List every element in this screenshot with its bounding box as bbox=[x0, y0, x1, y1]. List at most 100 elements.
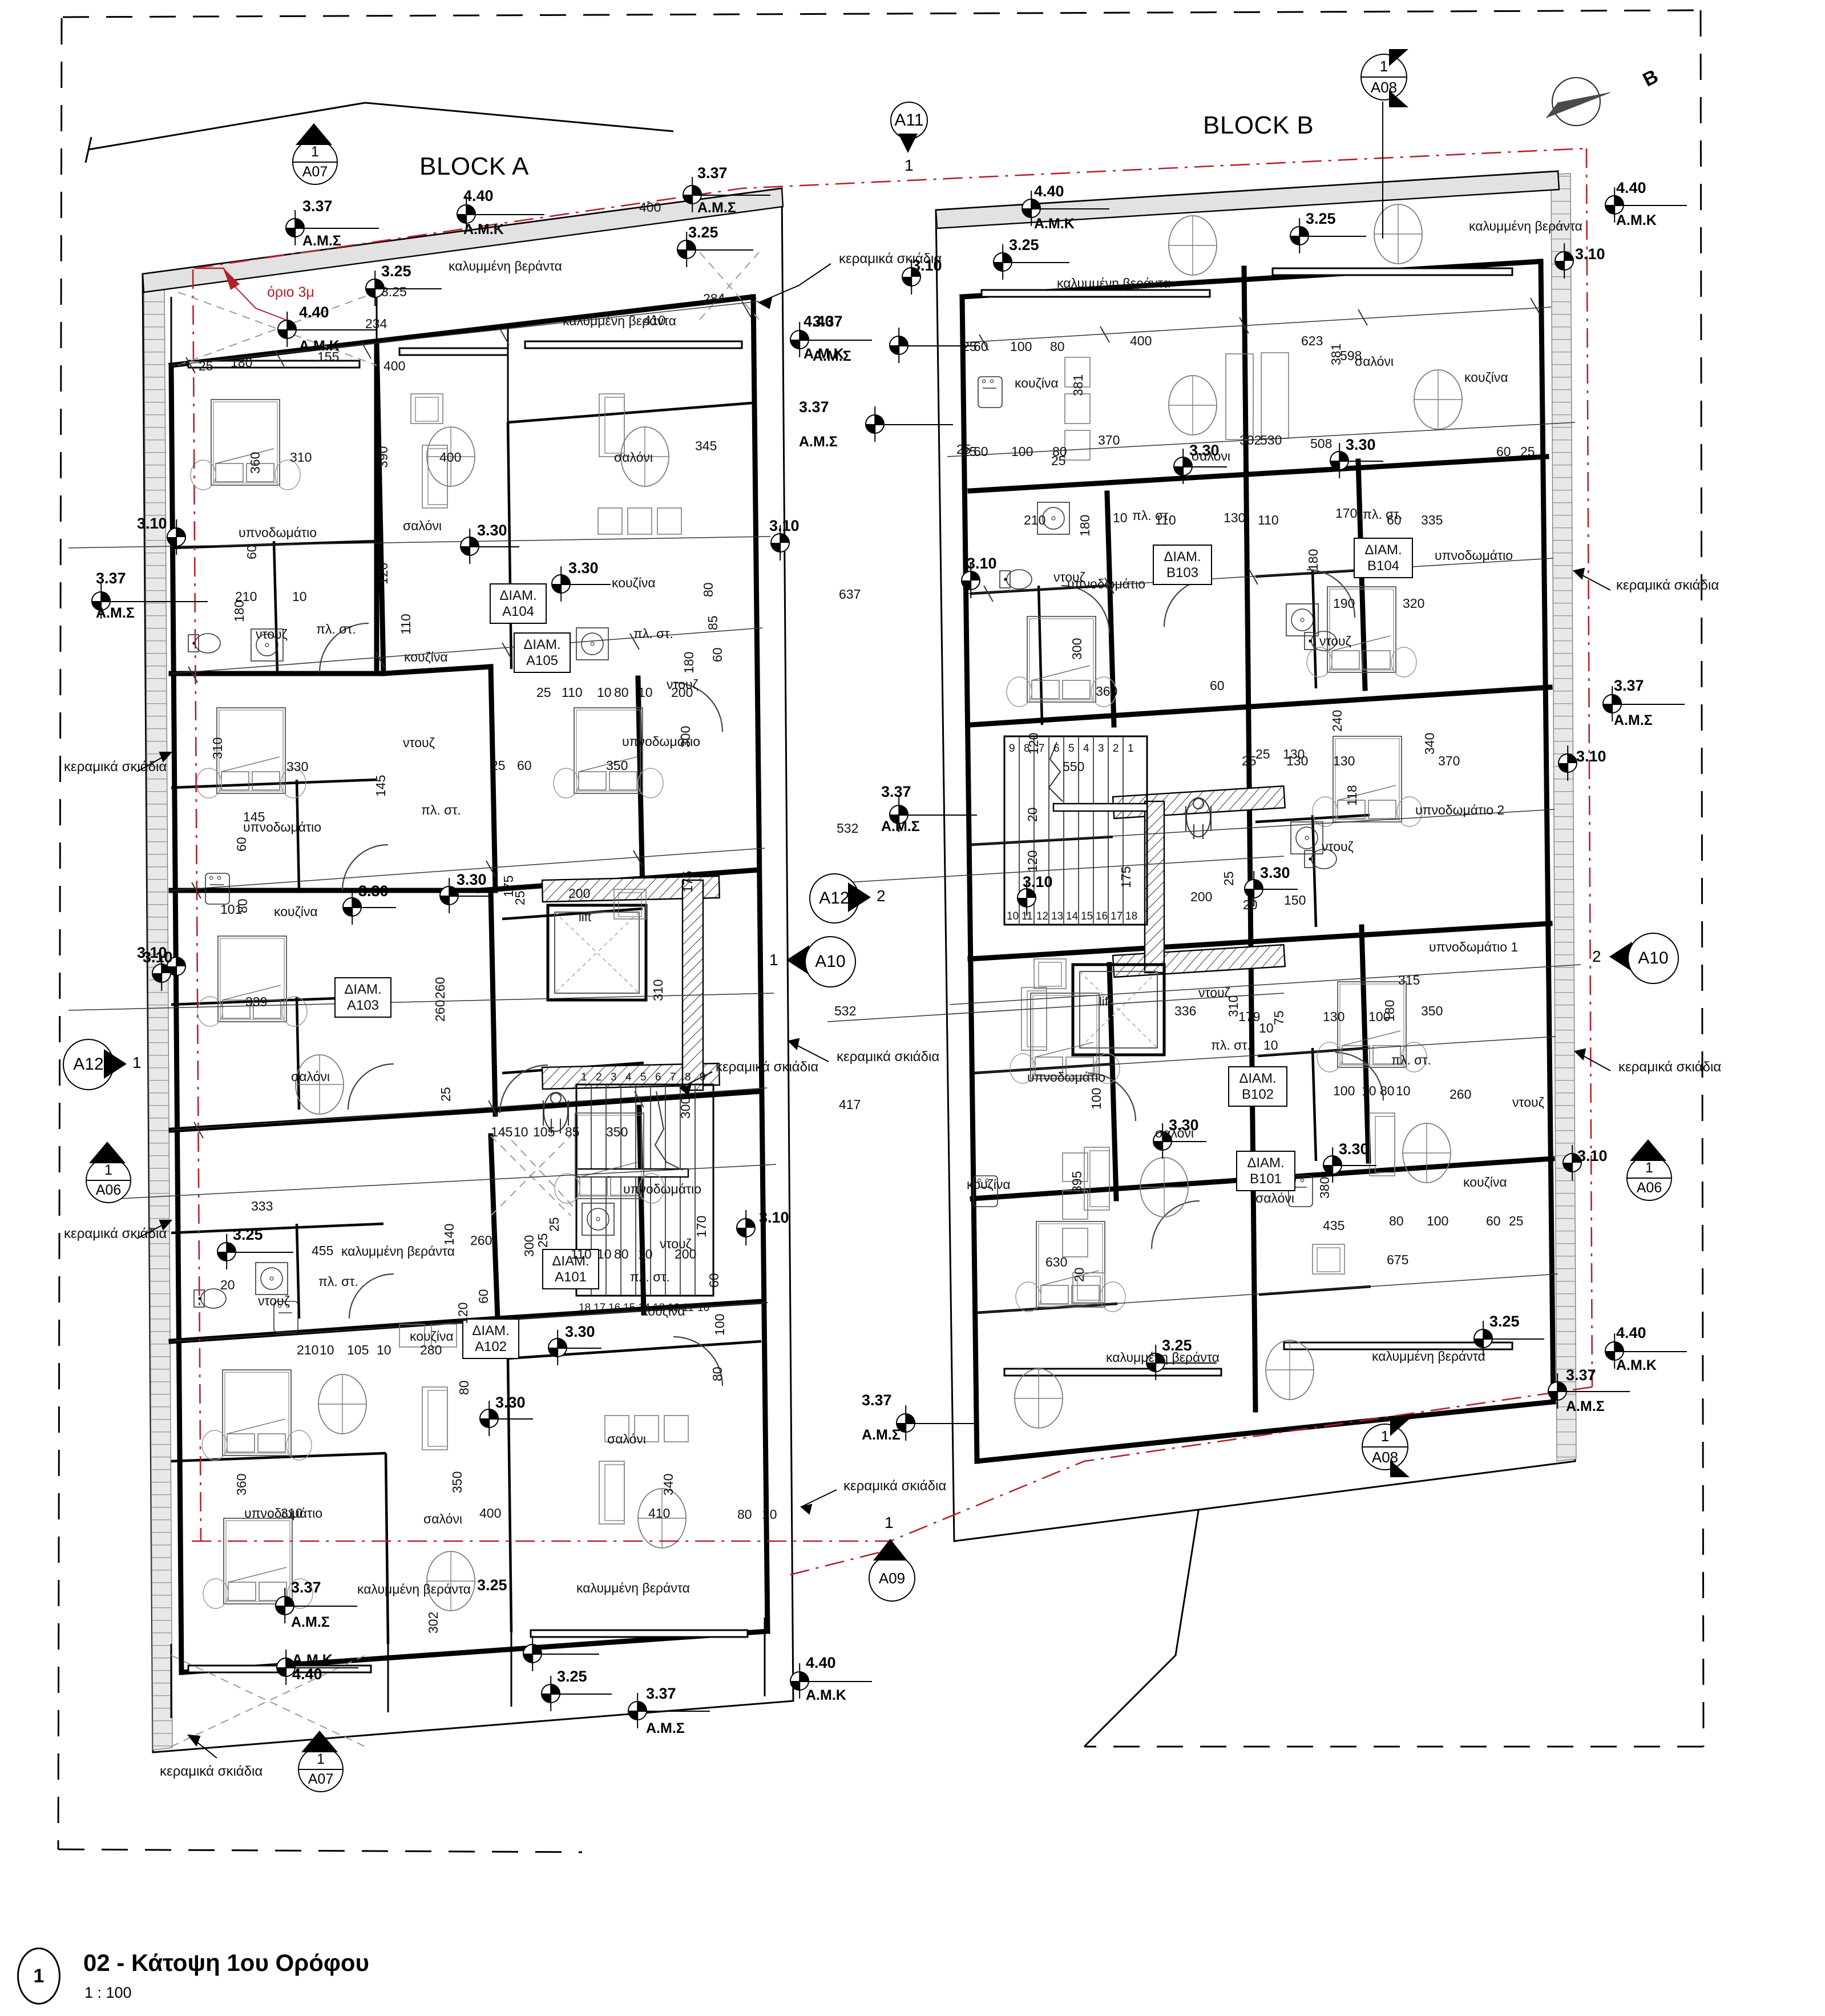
dimension-value: 302 bbox=[426, 1611, 441, 1634]
dimension-value: 20 bbox=[1025, 807, 1040, 822]
dimension-value: 390 bbox=[376, 446, 390, 468]
level-marker-337-f bbox=[889, 797, 977, 832]
level-datum-440-b: Α.Μ.Κ bbox=[463, 221, 504, 237]
block-a-label: BLOCK A bbox=[419, 152, 529, 180]
dimension-value: 190 bbox=[1333, 596, 1355, 611]
page-scale: 1 : 100 bbox=[84, 1984, 132, 2001]
page-title: 02 - Κάτοψη 1ου Ορόφου bbox=[83, 1949, 370, 1976]
dimension-value: 130 bbox=[1286, 753, 1309, 768]
apartment-tag-A104: ΔΙΑΜ.A104 bbox=[490, 583, 547, 624]
section-marker-A08-bottom[interactable]: 1 A08 bbox=[1358, 1414, 1444, 1478]
level-value-330-k: 3.30 bbox=[1339, 1140, 1369, 1158]
dimension-value: 155 bbox=[317, 349, 340, 364]
room-kitchen-a3: κουζίνα bbox=[274, 904, 318, 919]
section-marker-A10-right[interactable]: 2 A10 bbox=[1592, 933, 1718, 985]
section-marker-A08-top[interactable]: 1 A08 bbox=[1357, 45, 1443, 239]
room-living-a2: σαλόνι bbox=[291, 1069, 330, 1084]
dimension-value: 260 bbox=[433, 977, 447, 999]
stair-tread-number: 5 bbox=[1068, 743, 1075, 755]
dimension-lines bbox=[68, 301, 1581, 1342]
level-value-325-h: 3.25 bbox=[1162, 1337, 1192, 1354]
level-datum-337-g: Α.Μ.Σ bbox=[1614, 712, 1653, 728]
dimension-value: 80 bbox=[1380, 1083, 1395, 1098]
level-value-325-g: 3.25 bbox=[557, 1668, 587, 1685]
level-value-330-h: 3.30 bbox=[1346, 436, 1376, 453]
level-value-337-b: 3.37 bbox=[697, 164, 728, 182]
room-kitchen-b1: κουζίνα bbox=[1015, 376, 1059, 390]
level-datum-440-g: Α.Μ.Κ bbox=[292, 1652, 333, 1668]
level-datum-440-f: Α.Μ.Κ bbox=[806, 1687, 846, 1703]
lift-label-a: lift bbox=[579, 910, 591, 924]
section-marker-A06-right[interactable]: 1 A06 bbox=[1620, 1139, 1699, 1209]
level-marker-310-a bbox=[167, 519, 186, 555]
dimension-value: 80 bbox=[614, 685, 629, 700]
room-living-b1: σαλόνι bbox=[1192, 449, 1231, 463]
room-bedroom-a3: υπνοδωμάτιο bbox=[244, 1506, 323, 1521]
dimension-value: 320 bbox=[1403, 596, 1425, 611]
dimension-value: 180 bbox=[232, 600, 247, 622]
apartment-tag-B102: ΔΙΑΜ.B102 bbox=[1228, 1066, 1287, 1107]
dimension-value: 400 bbox=[383, 358, 406, 373]
level-value-440-h: 4.40 bbox=[1616, 1324, 1646, 1341]
level-marker-330-b bbox=[551, 566, 611, 602]
dimension-value: 110 bbox=[398, 614, 413, 635]
dimension-value: 25 bbox=[438, 1087, 453, 1102]
level-datum-440-a: Α.Μ.Κ bbox=[299, 338, 340, 354]
dimension-value: 210 bbox=[297, 1342, 319, 1357]
room-laundry-a5: πλ. στ. bbox=[630, 1269, 670, 1284]
stair-tread-number: 9 bbox=[700, 1071, 706, 1083]
dimension-value: 25 bbox=[512, 890, 527, 905]
level-marker-325-b bbox=[677, 232, 753, 267]
level-value-440-c: 4.40 bbox=[804, 313, 834, 330]
level-marker-310-f bbox=[1017, 880, 1036, 916]
dimension-value: 60 bbox=[476, 1289, 491, 1304]
section-marker-A10-mid[interactable]: 1 A10 bbox=[769, 936, 895, 989]
section-marker-A07-top[interactable]: 1 A07 bbox=[285, 123, 365, 192]
lift-shaft-a bbox=[546, 904, 648, 1002]
dimension-value: 260 bbox=[470, 1233, 492, 1248]
level-datum-337-b: Α.Μ.Σ bbox=[697, 200, 736, 216]
room-veranda-a4: καλυμμένη βεράντα bbox=[357, 1582, 471, 1596]
level-value-440-a: 4.40 bbox=[299, 304, 329, 321]
section-marker-A07-bottom[interactable]: 1 A07 bbox=[291, 1731, 371, 1800]
room-kitchen-b2: κουζίνα bbox=[1464, 370, 1508, 385]
dimension-value: 360 bbox=[234, 1473, 249, 1495]
room-bedroom-a5: υπνοδωμάτιο bbox=[623, 1182, 702, 1196]
room-kitchen-a5: κουζίνα bbox=[641, 1304, 685, 1319]
dimension-value: 175 bbox=[1119, 866, 1133, 888]
level-marker-310-j bbox=[152, 955, 171, 991]
level-value-310-g: 3.10 bbox=[1575, 245, 1605, 263]
level-marker-310-d bbox=[902, 259, 921, 295]
stair-tread-number: 10 bbox=[697, 1302, 710, 1314]
level-marker-310-k bbox=[736, 1210, 756, 1245]
room-laundry-b4: πλ. στ. bbox=[1391, 1053, 1431, 1067]
section-marker-A06-left-tag: A06 bbox=[95, 1182, 122, 1198]
room-bedroom-b3: υπνοδωμάτιο bbox=[1435, 548, 1513, 563]
room-living-b3: σαλόνι bbox=[1155, 1126, 1194, 1140]
section-marker-A12-left[interactable]: A12 1 bbox=[63, 1039, 177, 1091]
dimension-value: 3.25 bbox=[381, 284, 407, 299]
level-value-310-d: 3.10 bbox=[912, 257, 942, 274]
room-laundry-b2: πλ. στ. bbox=[1363, 507, 1403, 522]
dimension-value: 350 bbox=[1421, 1003, 1443, 1018]
block-a-geometry bbox=[142, 187, 794, 1753]
level-value-337-g: 3.37 bbox=[1614, 677, 1644, 694]
dimension-value: 25 bbox=[547, 1217, 562, 1232]
room-kitchen-b4: κουζίνα bbox=[1463, 1175, 1507, 1190]
dimension-value: 10 bbox=[1263, 1038, 1278, 1053]
dimension-value: 25 bbox=[1242, 753, 1257, 768]
section-marker-A12-mid[interactable]: A12 2 bbox=[809, 873, 923, 925]
section-marker-A09-bottom[interactable]: A09 1 bbox=[863, 1514, 943, 1608]
level-value-325-c: 3.25 bbox=[1009, 236, 1039, 253]
dimension-value: 508 bbox=[1310, 436, 1333, 451]
staircase-b bbox=[1003, 735, 1148, 926]
room-veranda-b1: καλυμμένη βεράντα bbox=[1057, 276, 1170, 291]
stair-tread-number: 7 bbox=[670, 1071, 676, 1083]
dimension-value: 145 bbox=[243, 809, 265, 824]
section-marker-A06-left[interactable]: 1 A06 bbox=[79, 1142, 159, 1211]
dimension-value: 333 bbox=[251, 1199, 273, 1213]
room-shower-a3: ντουζ bbox=[667, 677, 698, 692]
level-marker-440-f bbox=[790, 1663, 872, 1699]
dimension-value: 25 bbox=[962, 444, 977, 459]
